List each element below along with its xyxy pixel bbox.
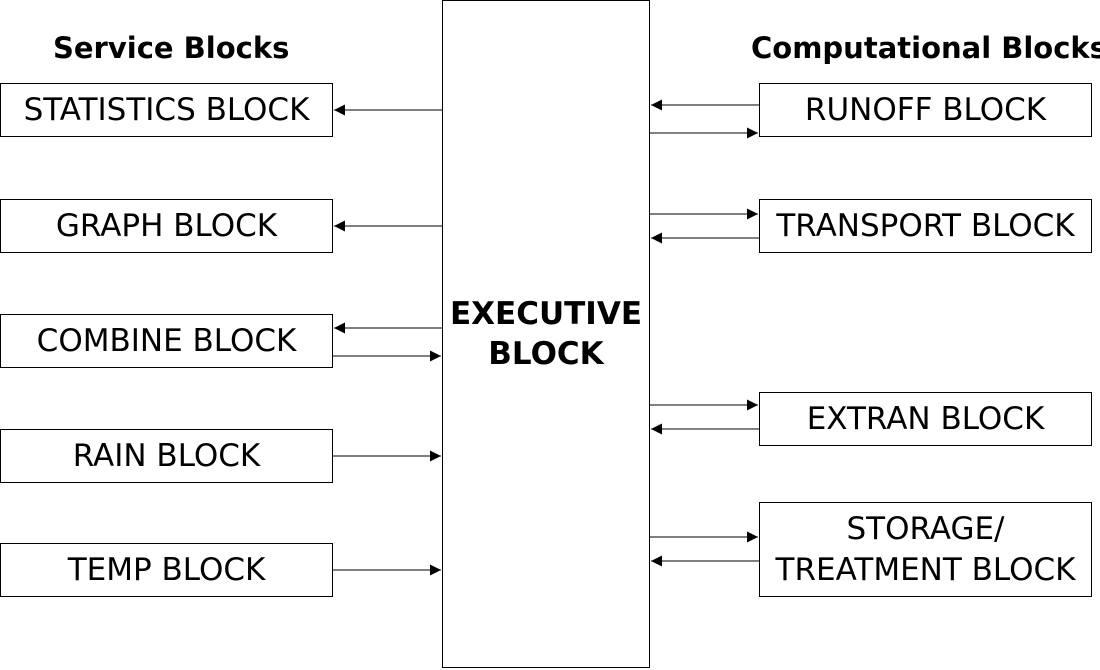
transport-block-label: TRANSPORT BLOCK (776, 207, 1075, 244)
service-blocks-heading: Service Blocks (53, 31, 290, 65)
temp-block: TEMP BLOCK (0, 543, 333, 597)
rain-block-label: RAIN BLOCK (72, 437, 261, 474)
temp-block-label: TEMP BLOCK (67, 551, 266, 588)
storage-treatment-block-label-line2: TREATMENT BLOCK (775, 551, 1076, 588)
executive-block-label-line2: BLOCK (488, 336, 604, 372)
storage-treatment-block: STORAGE/ TREATMENT BLOCK (759, 502, 1092, 597)
extran-block-label: EXTRAN BLOCK (806, 400, 1045, 437)
combine-block: COMBINE BLOCK (0, 314, 333, 368)
storage-treatment-block-label-line1: STORAGE/ (846, 511, 1005, 548)
statistics-block: STATISTICS BLOCK (0, 83, 333, 137)
statistics-block-label: STATISTICS BLOCK (23, 91, 310, 128)
combine-block-label: COMBINE BLOCK (36, 322, 297, 359)
transport-block: TRANSPORT BLOCK (759, 199, 1092, 253)
executive-block-label-line1: EXECUTIVE (449, 295, 643, 332)
executive-block: EXECUTIVE BLOCK (442, 0, 650, 668)
extran-block: EXTRAN BLOCK (759, 392, 1092, 446)
executive-block-label: EXECUTIVE BLOCK (450, 294, 642, 375)
rain-block: RAIN BLOCK (0, 429, 333, 483)
runoff-block-label: RUNOFF BLOCK (804, 91, 1047, 128)
graph-block: GRAPH BLOCK (0, 199, 333, 253)
storage-treatment-block-label: STORAGE/ TREATMENT BLOCK (776, 509, 1076, 590)
computational-blocks-heading: Computational Blocks (751, 31, 1100, 65)
runoff-block: RUNOFF BLOCK (759, 83, 1092, 137)
graph-block-label: GRAPH BLOCK (55, 207, 278, 244)
